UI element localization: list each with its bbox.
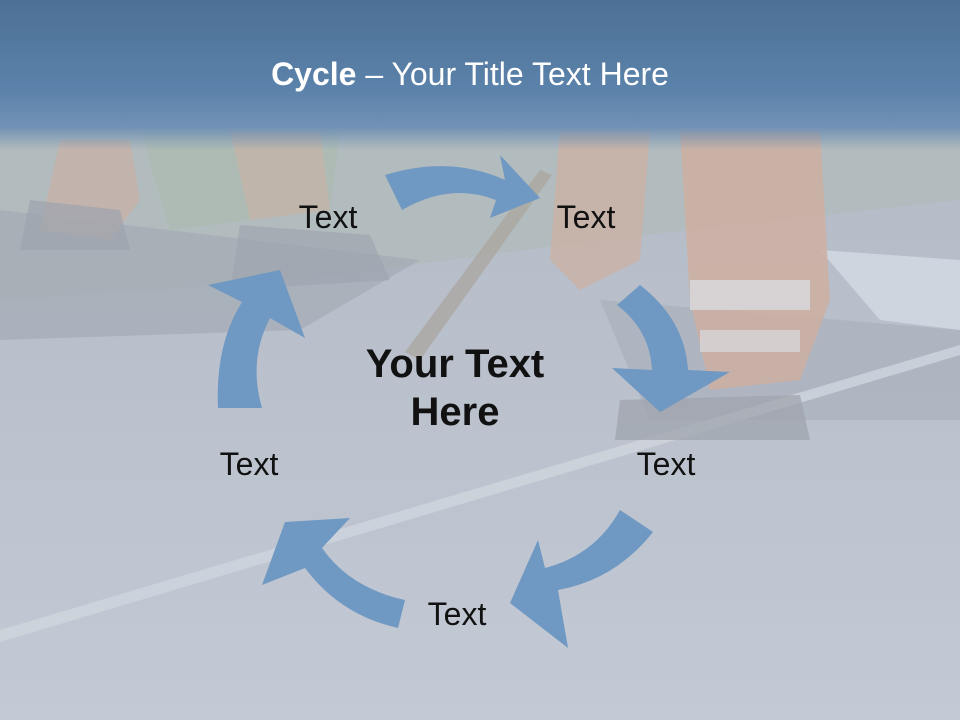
cycle-node-left: Text xyxy=(219,446,279,482)
cycle-node-top-right: Text xyxy=(556,199,616,235)
center-text: Your Text Here xyxy=(365,342,545,434)
cycle-node-right: Text xyxy=(636,446,696,482)
cycle-arrow-top xyxy=(385,155,540,218)
cycle-node-top-left: Text xyxy=(298,199,358,235)
cycle-arrow-right xyxy=(612,285,730,412)
cycle-node-bottom: Text xyxy=(427,596,487,632)
title-bold: Cycle xyxy=(271,56,357,92)
title-rest: – Your Title Text Here xyxy=(356,56,669,92)
slide-title: Cycle – Your Title Text Here xyxy=(0,56,940,93)
cycle-arrow-left xyxy=(208,270,305,408)
title-bar xyxy=(0,0,960,150)
cycle-arrow-bottom-right xyxy=(510,510,653,648)
cycle-arrow-bottom-left xyxy=(262,518,405,628)
